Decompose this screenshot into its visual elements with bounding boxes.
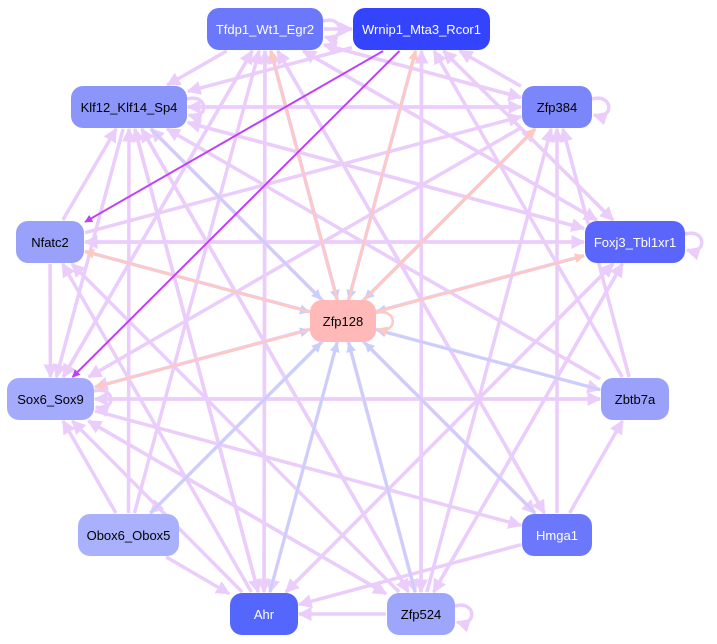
- edge-zfp128-to-tfdp1: [268, 50, 339, 300]
- edge-ahr-to-zfp128: [268, 342, 340, 593]
- edge-wrnip1-to-klf12: [186, 45, 353, 95]
- node-obox6-obox5[interactable]: Obox6_Obox5: [78, 514, 179, 556]
- edge-zfp128-to-wrnip1: [347, 50, 419, 300]
- edge-obox6-to-zfp128: [149, 342, 322, 514]
- node-zfp384[interactable]: Zfp384: [522, 86, 592, 128]
- node-nfatc2[interactable]: Nfatc2: [16, 221, 84, 263]
- node-label: Zfp128: [322, 313, 364, 329]
- edge-foxj3-to-tfdp1: [302, 49, 598, 222]
- edge-zfp384-to-wrnip1: [458, 49, 522, 88]
- node-label: Zfp524: [400, 606, 442, 622]
- edge-zfp128-to-foxj3: [376, 253, 585, 314]
- node-label: Obox6_Obox5: [86, 527, 171, 543]
- node-label: Klf12_Klf14_Sp4: [80, 99, 178, 115]
- edge-zbtb7a-to-zfp128: [376, 327, 601, 391]
- edge-zfp128-to-zfp128: [375, 310, 394, 337]
- edge-zfp128-to-zfp384: [364, 128, 536, 300]
- edge-hmga1-to-zbtb7a: [568, 419, 624, 514]
- edge-ahr-to-tfdp1: [257, 49, 272, 593]
- node-zfp128[interactable]: Zfp128: [310, 300, 376, 342]
- node-foxj3-tbl1xr1[interactable]: Foxj3_Tbl1xr1: [585, 221, 685, 263]
- edge-ahr-to-nfatc2: [61, 262, 253, 593]
- node-zfp524[interactable]: Zfp524: [387, 593, 455, 635]
- edge-zfp524-to-sox6: [87, 419, 387, 596]
- edge-zbtb7a-to-klf12: [165, 127, 601, 381]
- node-label: Tfdp1_Wt1_Egr2: [215, 21, 315, 37]
- edge-obox6-to-ahr: [165, 555, 231, 596]
- edge-zfp384-to-sox6: [87, 126, 522, 379]
- edge-tfdp1-to-klf12: [166, 49, 228, 87]
- node-label: Zfp384: [536, 99, 578, 115]
- node-label: Zbtb7a: [614, 391, 656, 407]
- edge-zfp128-to-nfatc2: [84, 248, 310, 314]
- edge-hmga1-to-zfp128: [364, 342, 536, 514]
- edge-zfp524-to-klf12: [140, 127, 410, 593]
- edge-zfp128-to-sox6: [94, 328, 310, 390]
- edge-foxj3-to-klf12: [186, 119, 585, 231]
- node-ahr[interactable]: Ahr: [230, 593, 298, 635]
- edge-zfp524-to-foxj3: [432, 262, 624, 593]
- edge-obox6-to-sox6: [61, 419, 118, 514]
- edge-wrnip1-to-sox6: [71, 50, 401, 378]
- edge-zfp384-to-zfp384: [591, 96, 611, 126]
- node-label: Ahr: [253, 606, 275, 622]
- node-label: Foxj3_Tbl1xr1: [593, 234, 677, 250]
- node-label: Nfatc2: [31, 234, 69, 250]
- node-hmga1[interactable]: Hmga1: [522, 514, 592, 556]
- node-label: Hmga1: [536, 527, 578, 543]
- edge-foxj3-to-foxj3: [684, 231, 704, 261]
- node-label: Sox6_Sox9: [17, 391, 84, 407]
- edge-zfp524-to-zfp128: [346, 342, 417, 593]
- node-tfdp1-wt1-egr2[interactable]: Tfdp1_Wt1_Egr2: [207, 8, 323, 50]
- node-sox6-sox9[interactable]: Sox6_Sox9: [7, 378, 94, 420]
- edge-zfp524-to-zfp524: [454, 603, 474, 633]
- node-label: Wrnip1_Mta3_Rcor1: [362, 21, 481, 37]
- edge-nfatc2-to-klf12: [61, 127, 118, 221]
- edge-wrnip1-to-nfatc2: [84, 50, 384, 223]
- node-zbtb7a[interactable]: Zbtb7a: [601, 378, 669, 420]
- node-klf12-klf14-sp4[interactable]: Klf12_Klf14_Sp4: [71, 86, 187, 128]
- node-wrnip1-mta3-rcor1[interactable]: Wrnip1_Mta3_Rcor1: [353, 8, 490, 50]
